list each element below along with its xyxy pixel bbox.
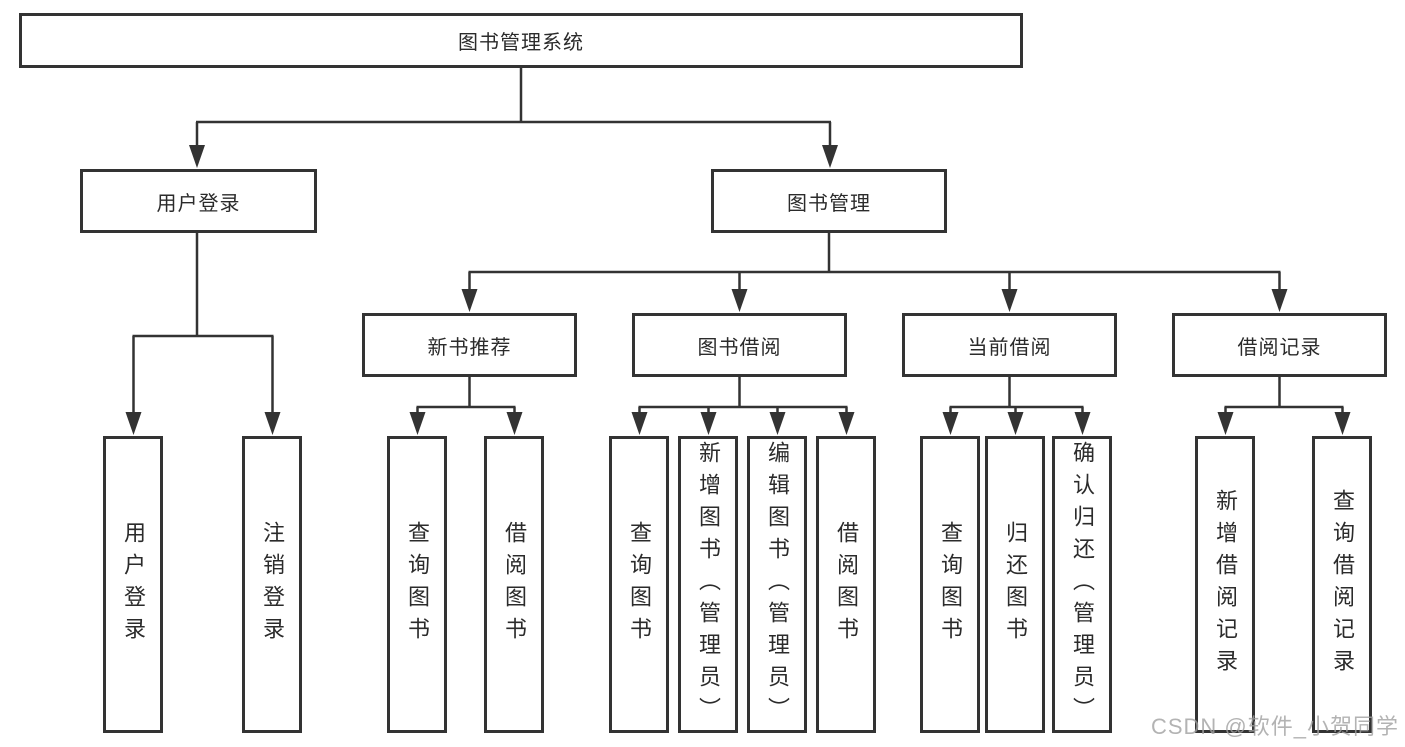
connector-root <box>195 68 832 150</box>
arrow-icon <box>189 145 205 168</box>
arrow-icon <box>461 289 478 312</box>
arrow-icon <box>1271 289 1288 312</box>
leaf-user-login-label: 用户登录 <box>121 520 146 649</box>
leaf-logout: 注销登录 <box>242 436 302 733</box>
arrow-icon <box>506 412 523 435</box>
leaf-current-confirm-label: 确认归还（管理员） <box>1070 440 1095 729</box>
leaf-record-query: 查询借阅记录 <box>1312 436 1372 733</box>
arrow-icon <box>700 412 717 435</box>
leaf-current-confirm: 确认归还（管理员） <box>1052 436 1112 733</box>
leaf-bookborrow-add: 新增图书（管理员） <box>678 436 738 733</box>
leaf-bookborrow-borrow: 借阅图书 <box>816 436 876 733</box>
node-user-login-label: 用户登录 <box>156 192 241 215</box>
node-book-mgmt-label: 图书管理 <box>787 192 871 215</box>
node-book-borrow-label: 图书借阅 <box>697 336 782 359</box>
arrow-icon <box>1007 412 1024 435</box>
node-book-mgmt: 图书管理 <box>711 169 947 233</box>
leaf-record-add-label: 新增借阅记录 <box>1213 488 1238 681</box>
arrow-icon <box>125 412 142 435</box>
csdn-watermark: CSDN @软件_小贺同学 <box>1150 714 1399 739</box>
arrow-icon <box>822 145 838 168</box>
leaf-current-query-label: 查询图书 <box>938 520 963 649</box>
arrow-icon <box>731 289 748 312</box>
node-user-login: 用户登录 <box>80 169 317 233</box>
arrow-icon <box>1074 412 1091 435</box>
leaf-bookborrow-add-label: 新增图书（管理员） <box>696 440 721 729</box>
leaf-logout-label: 注销登录 <box>260 520 285 649</box>
arrow-icon <box>631 412 648 435</box>
node-current-borrow: 当前借阅 <box>902 313 1117 377</box>
leaf-bookborrow-query-label: 查询图书 <box>627 520 652 649</box>
leaf-user-login: 用户登录 <box>103 436 163 733</box>
node-root-label: 图书管理系统 <box>458 32 584 54</box>
arrow-icon <box>409 412 426 435</box>
node-root: 图书管理系统 <box>19 13 1023 68</box>
node-current-borrow-label: 当前借阅 <box>967 336 1052 359</box>
arrow-icon <box>838 412 855 435</box>
connector-borrow-record <box>1224 377 1344 418</box>
leaf-current-return-label: 归还图书 <box>1003 520 1028 649</box>
node-new-book: 新书推荐 <box>362 313 577 377</box>
connector-book-borrow <box>638 377 848 418</box>
connector-current-borrow <box>949 377 1084 418</box>
connector-book-mgmt <box>468 233 1281 295</box>
arrow-icon <box>942 412 959 435</box>
leaf-newbook-borrow: 借阅图书 <box>484 436 544 733</box>
leaf-current-return: 归还图书 <box>985 436 1045 733</box>
node-borrow-record: 借阅记录 <box>1172 313 1387 377</box>
arrow-icon <box>1334 412 1351 435</box>
leaf-record-query-label: 查询借阅记录 <box>1330 488 1355 681</box>
node-borrow-record-label: 借阅记录 <box>1237 336 1322 359</box>
leaf-bookborrow-edit: 编辑图书（管理员） <box>747 436 807 733</box>
connector-user-login <box>132 233 274 418</box>
arrow-icon <box>1001 289 1018 312</box>
arrow-icon <box>769 412 786 435</box>
leaf-bookborrow-query: 查询图书 <box>609 436 669 733</box>
arrow-icon <box>1217 412 1234 435</box>
connector-new-book <box>416 377 516 418</box>
leaf-newbook-borrow-label: 借阅图书 <box>502 520 527 649</box>
arrow-icon <box>264 412 281 435</box>
node-new-book-label: 新书推荐 <box>427 336 512 359</box>
leaf-bookborrow-borrow-label: 借阅图书 <box>834 520 859 649</box>
leaf-record-add: 新增借阅记录 <box>1195 436 1255 733</box>
node-book-borrow: 图书借阅 <box>632 313 847 377</box>
leaf-bookborrow-edit-label: 编辑图书（管理员） <box>765 440 790 729</box>
leaf-newbook-query: 查询图书 <box>387 436 447 733</box>
leaf-newbook-query-label: 查询图书 <box>405 520 430 649</box>
leaf-current-query: 查询图书 <box>920 436 980 733</box>
